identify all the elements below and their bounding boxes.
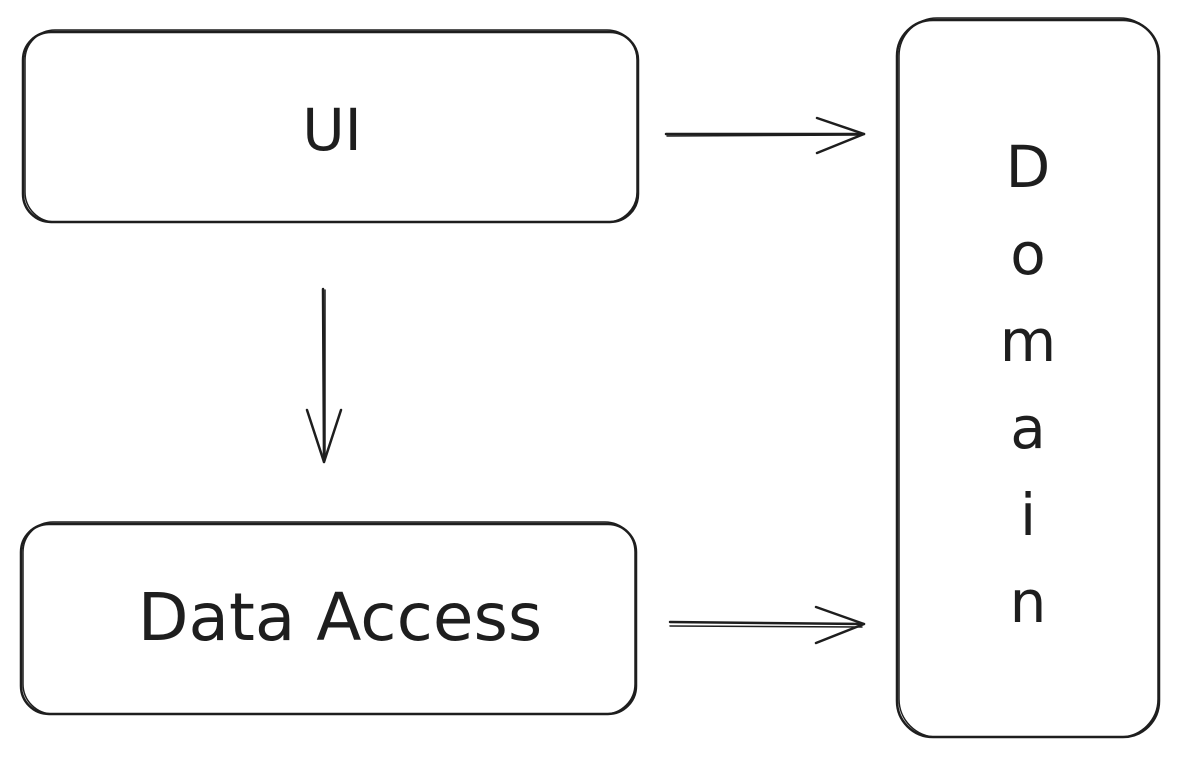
arrow-ui-to-data-access (305, 287, 343, 464)
domain-label-char: o (1010, 220, 1046, 288)
arrow-ui-to-domain (664, 116, 866, 155)
domain-box[interactable] (895, 17, 1161, 739)
arrow-data-access-to-domain (668, 605, 866, 645)
domain-label-char: i (1020, 481, 1036, 549)
domain-label-char: n (1010, 568, 1047, 636)
domain-label-char: D (1006, 133, 1051, 201)
ui-label: UI (302, 96, 362, 164)
data-access-label: Data Access (138, 579, 543, 656)
domain-label-char: a (1010, 394, 1046, 462)
domain-label-char: m (1000, 307, 1057, 375)
data-access-box[interactable] (19, 521, 638, 716)
ui-box[interactable] (21, 29, 640, 224)
